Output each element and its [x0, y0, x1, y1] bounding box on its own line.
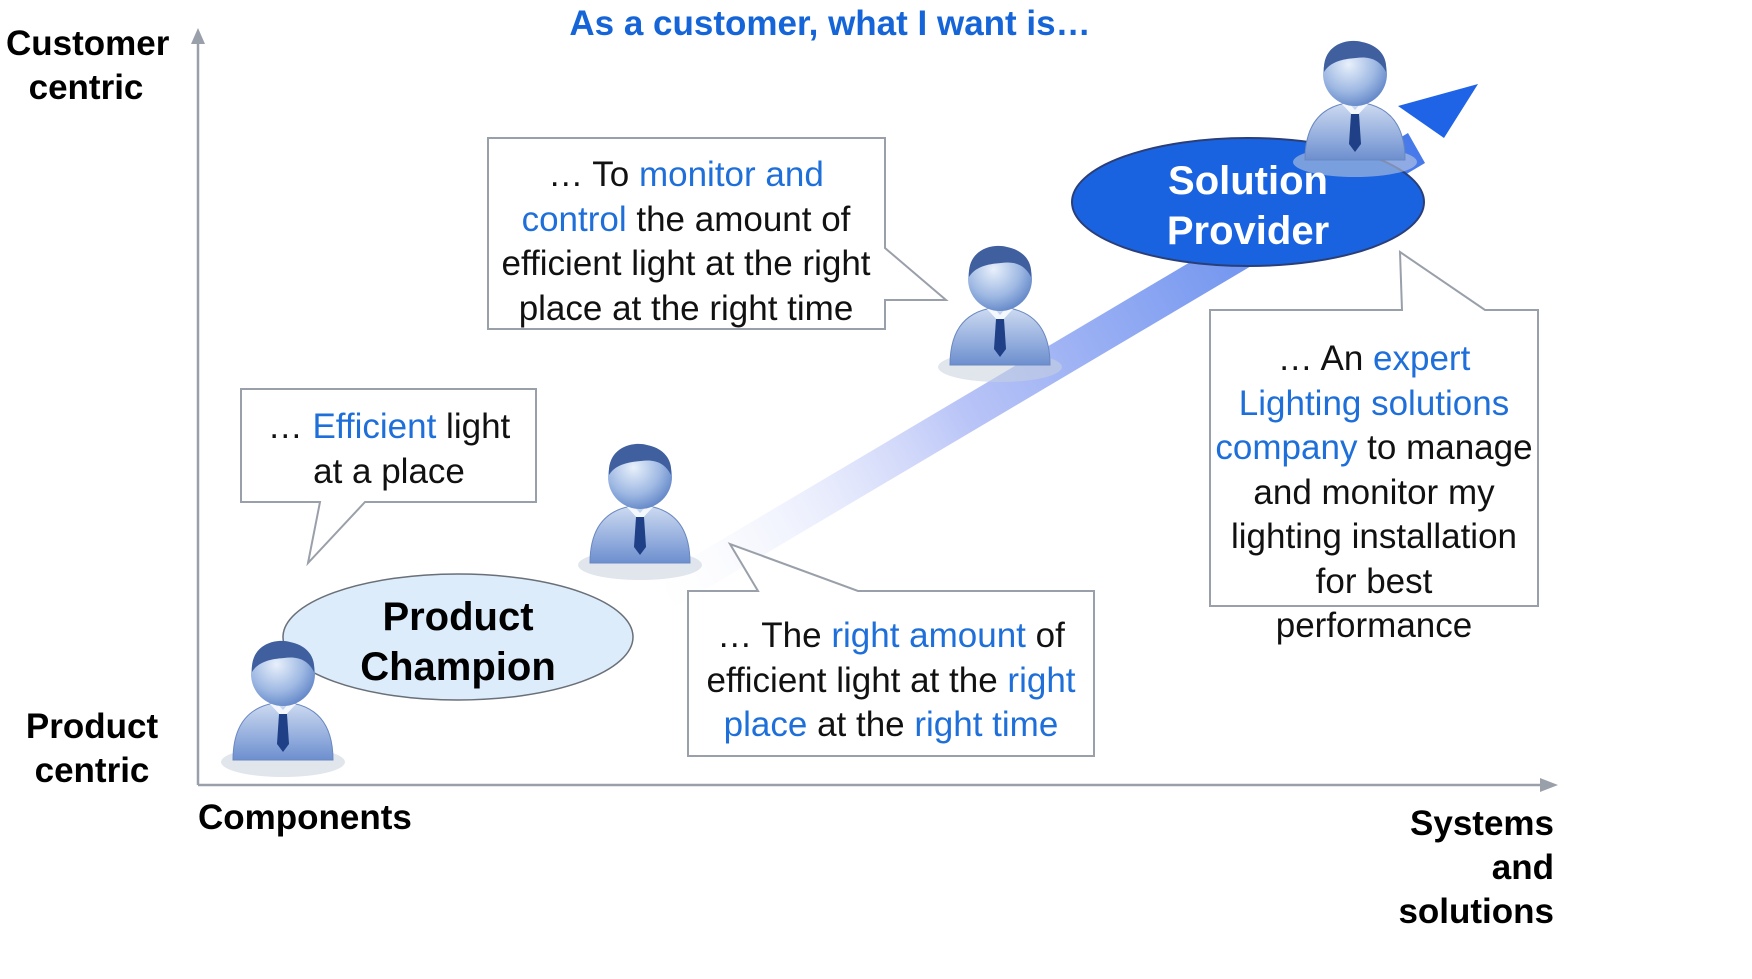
solution-provider-label: Solution Provider: [1166, 159, 1330, 253]
y-axis-top-label: Customer centric: [6, 24, 170, 107]
product-champion-label: Product Champion: [360, 595, 556, 689]
diagram-title: As a customer, what I want is…: [569, 4, 1091, 43]
bubble-monitor-control-shape: [487, 137, 949, 330]
bubble-right-amount-text: … The right amount of efficient light at…: [706, 616, 1076, 744]
person-icon: [937, 245, 1063, 383]
person-icon: [577, 443, 703, 581]
bubble-right-amount-shape: [687, 542, 1095, 757]
y-axis-bottom-label: Product centric: [25, 707, 159, 790]
bubble-expert-shape: [1209, 250, 1539, 607]
bubble-efficient-light-text: … Efficient light at a place: [267, 407, 511, 491]
y-axis: [191, 28, 205, 785]
x-axis-left-label: Components: [198, 798, 412, 837]
bubble-monitor-control-text: … To monitor and control the amount of e…: [501, 155, 871, 328]
x-axis-right-label: Systems and solutions: [1398, 804, 1554, 931]
product-champion-ellipse: [282, 573, 634, 701]
bubble-expert-text: … An expert Lighting solutions company t…: [1215, 339, 1533, 645]
x-axis: [198, 778, 1558, 792]
bubble-efficient-light-shape: [240, 388, 537, 567]
